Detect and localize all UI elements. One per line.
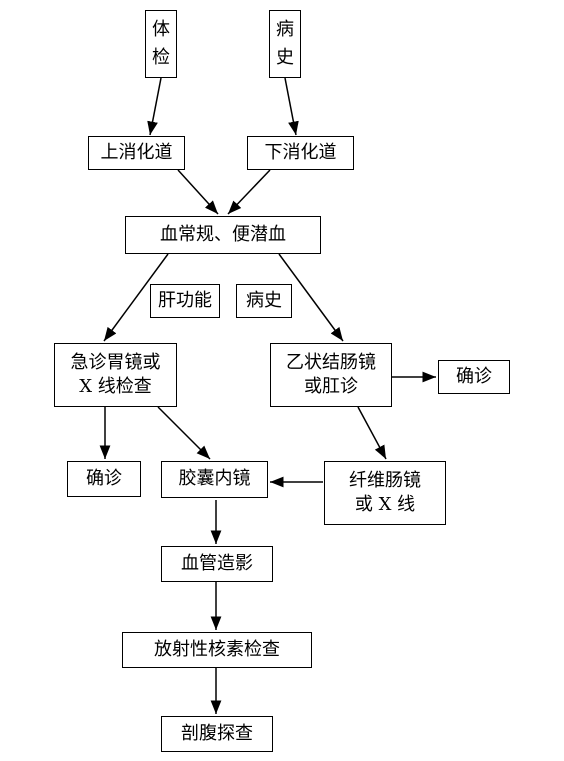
exploratory-laparotomy-box: 剖腹探查 xyxy=(161,716,273,752)
arrow-blood-to-gastroscopy xyxy=(103,253,169,342)
arrow-upper-gi-to-blood xyxy=(177,169,219,215)
arrow-exam-to-upper-gi xyxy=(147,77,162,136)
arrow-blood-to-sigmoidoscopy xyxy=(278,253,344,342)
history-box-mid: 病史 xyxy=(236,284,292,318)
capsule-endoscopy-box: 胶囊内镜 xyxy=(161,461,268,498)
lower-gi-box: 下消化道 xyxy=(247,136,354,170)
arrow-gastroscopy-to-capsule xyxy=(157,406,211,460)
fiber-colonoscopy-box: 纤维肠镜 或 X 线 xyxy=(324,461,446,525)
arrow-history-to-lower-gi xyxy=(284,77,299,136)
sigmoidoscopy-box: 乙状结肠镜 或肛诊 xyxy=(270,343,392,407)
confirmed-box-left: 确诊 xyxy=(67,461,141,497)
physical-exam-box: 体 检 xyxy=(145,10,177,78)
confirmed-box-right: 确诊 xyxy=(438,360,510,394)
blood-tests-box: 血常规、便潜血 xyxy=(125,216,321,254)
arrow-sigmoidoscopy-to-fiber xyxy=(357,406,387,460)
liver-function-box: 肝功能 xyxy=(150,284,220,318)
angiography-box: 血管造影 xyxy=(161,546,273,582)
history-box-top: 病 史 xyxy=(269,10,301,78)
emergency-gastroscopy-box: 急诊胃镜或 X 线检查 xyxy=(54,343,177,407)
radionuclide-exam-box: 放射性核素检查 xyxy=(122,632,312,668)
upper-gi-box: 上消化道 xyxy=(88,136,185,170)
arrow-lower-gi-to-blood xyxy=(227,169,271,215)
